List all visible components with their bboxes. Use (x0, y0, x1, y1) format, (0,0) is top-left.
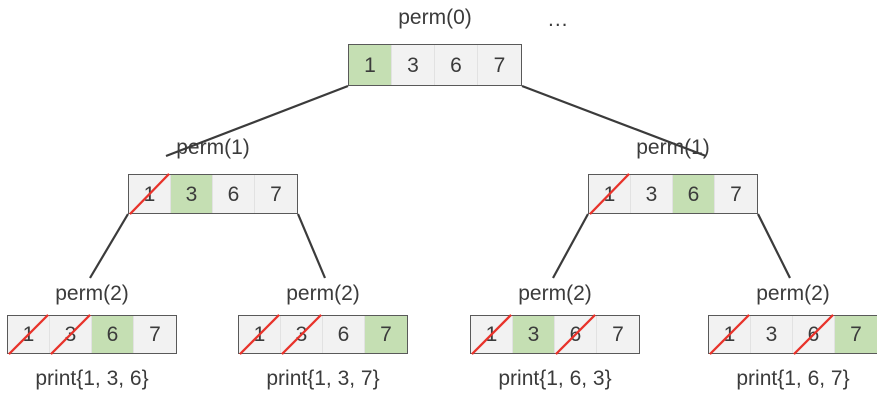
cell-value: 3 (645, 182, 658, 206)
cell-value: 6 (106, 323, 119, 346)
cell-value: 1 (253, 323, 266, 346)
cell-value: 1 (22, 323, 35, 346)
cell: 6 (213, 175, 255, 213)
cell-value: 1 (364, 53, 376, 77)
cell: 1 (349, 45, 392, 85)
cell-value: 7 (730, 182, 742, 206)
cell: 3 (751, 316, 793, 353)
cell-value: 6 (227, 182, 240, 206)
node-perm1-right-label: perm(1) (636, 136, 710, 159)
cell: 6 (435, 45, 478, 85)
cell: 1 (8, 314, 50, 355)
cell: 7 (255, 175, 297, 213)
ellipsis-label: ... (548, 8, 569, 31)
node-perm2-c-label: perm(2) (518, 282, 592, 305)
cell-value: 7 (270, 182, 282, 206)
cell: 7 (715, 175, 757, 213)
cell-value: 3 (185, 182, 198, 206)
cell-value: 1 (485, 323, 498, 346)
cell: 1 (589, 173, 631, 215)
cell: 1 (239, 314, 281, 355)
node-perm2-d-label: perm(2) (756, 282, 830, 305)
node-perm2-a-label: perm(2) (55, 282, 129, 305)
cell-value: 6 (687, 182, 700, 206)
cell: 3 (513, 316, 555, 353)
node-perm2-b-print: print{1, 3, 7} (266, 367, 380, 390)
cell-value: 3 (765, 323, 778, 346)
cell-value: 7 (493, 53, 506, 77)
node-perm2-b-array: 1 3 6 7 (238, 314, 408, 355)
cell: 7 (597, 316, 639, 353)
cell: 7 (835, 316, 877, 353)
cell-value: 7 (612, 323, 624, 346)
node-perm0-label: perm(0) (398, 6, 472, 29)
cell-value: 7 (149, 323, 161, 346)
node-perm2-c-print: print{1, 6, 3} (498, 367, 612, 390)
cell: 6 (92, 316, 134, 353)
cell: 6 (323, 316, 365, 353)
node-perm1-right-array: 1 3 6 7 (588, 173, 758, 215)
cell-value: 1 (603, 182, 616, 206)
cell-value: 7 (850, 323, 862, 346)
cell: 6 (555, 314, 597, 355)
node-perm2-a-array: 1 3 6 7 (7, 314, 177, 355)
cell: 3 (392, 45, 435, 85)
cell: 1 (471, 314, 513, 355)
cell-value: 3 (64, 323, 77, 346)
node-perm0-array: 1 3 6 7 (348, 44, 522, 86)
cell: 7 (365, 316, 407, 353)
cell: 6 (793, 314, 835, 355)
cell: 7 (478, 45, 521, 85)
cell-value: 3 (527, 323, 540, 346)
cell: 3 (50, 314, 92, 355)
node-perm2-c-array: 1 3 6 7 (470, 314, 640, 355)
node-perm2-d-print: print{1, 6, 7} (736, 367, 850, 390)
cell: 1 (709, 314, 751, 355)
cell-value: 6 (569, 323, 582, 346)
cell: 7 (134, 316, 176, 353)
cell-value: 3 (295, 323, 308, 346)
cell-value: 1 (723, 323, 736, 346)
cell-value: 1 (143, 182, 156, 206)
cell: 1 (129, 173, 171, 215)
cell-value: 6 (337, 323, 350, 346)
cell: 3 (631, 175, 673, 213)
cell: 3 (171, 175, 213, 213)
cell: 3 (281, 314, 323, 355)
cell: 6 (673, 175, 715, 213)
cell-value: 7 (380, 323, 392, 346)
cell-value: 6 (807, 323, 820, 346)
cell-value: 3 (407, 53, 419, 77)
node-perm1-left-array: 1 3 6 7 (128, 173, 298, 215)
node-perm1-left-label: perm(1) (176, 136, 250, 159)
cell-value: 6 (450, 53, 462, 77)
node-perm2-b-label: perm(2) (286, 282, 360, 305)
node-perm2-d-array: 1 3 6 7 (708, 314, 877, 355)
node-perm2-a-print: print{1, 3, 6} (35, 367, 149, 390)
